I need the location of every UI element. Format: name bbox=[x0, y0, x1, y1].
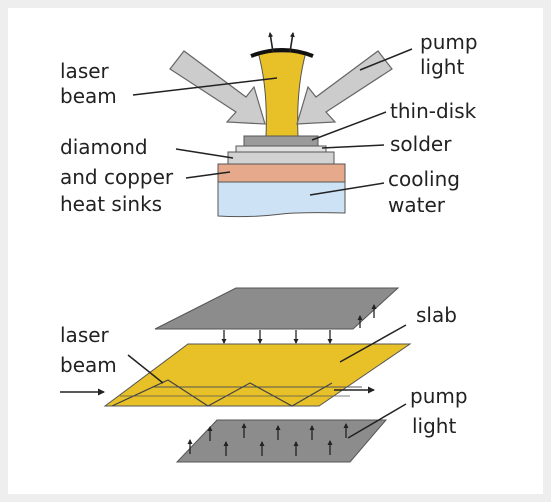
leader-laser-beam bbox=[132, 77, 278, 96]
top-pump-plate bbox=[154, 287, 400, 330]
output-mirror bbox=[250, 48, 314, 58]
top-plate-arrows bbox=[221, 304, 377, 344]
label-heat-sinks-1: diamond bbox=[60, 135, 148, 159]
leader-cooling bbox=[309, 182, 385, 196]
label-slab-laser-beam-1: laser bbox=[60, 323, 110, 347]
label-thin-disk: thin-disk bbox=[390, 99, 477, 123]
leader-slab-laser-beam bbox=[127, 354, 164, 384]
slab-beam-zigzag bbox=[111, 379, 333, 407]
diamond-heat-sink bbox=[227, 151, 335, 165]
leader-copper bbox=[185, 171, 231, 179]
label-laser-beam-2: beam bbox=[60, 84, 117, 108]
label-slab-laser-beam-2: beam bbox=[60, 353, 117, 377]
leader-diamond bbox=[175, 148, 234, 159]
label-slab-pump-1: pump bbox=[410, 384, 468, 408]
leader-pump-light bbox=[359, 48, 413, 71]
output-arrow-2 bbox=[289, 32, 295, 53]
label-slab: slab bbox=[416, 303, 457, 327]
label-cooling-2: water bbox=[388, 193, 446, 217]
slab-laser-diagram: laser beam slab pump light bbox=[60, 287, 468, 463]
slab-body bbox=[103, 343, 412, 407]
label-heat-sinks-2: and copper bbox=[60, 165, 174, 189]
label-heat-sinks-3: heat sinks bbox=[60, 192, 162, 216]
label-slab-pump-2: light bbox=[412, 414, 456, 438]
leader-slab-pump bbox=[347, 403, 407, 439]
label-solder: solder bbox=[390, 132, 452, 156]
thin-disk-layer bbox=[243, 135, 319, 147]
solder-layer bbox=[235, 145, 327, 153]
pump-arrow-right bbox=[296, 50, 393, 125]
label-pump-light-1: pump bbox=[420, 30, 478, 54]
copper-heat-sink bbox=[217, 163, 346, 183]
laser-beam-funnel bbox=[257, 51, 307, 137]
label-cooling-1: cooling bbox=[388, 167, 460, 191]
leader-slab bbox=[339, 324, 407, 363]
label-laser-beam-1: laser bbox=[60, 59, 110, 83]
label-pump-light-2: light bbox=[420, 55, 464, 79]
leader-solder bbox=[321, 144, 385, 149]
thin-disk-diagram: laser beam pump light thin-disk solder d… bbox=[60, 30, 478, 218]
cooling-water-block bbox=[217, 181, 346, 218]
bottom-pump-plate bbox=[175, 419, 388, 463]
pump-arrow-left bbox=[169, 50, 266, 125]
bottom-plate-arrows bbox=[187, 423, 349, 456]
output-arrow-1 bbox=[268, 32, 274, 53]
leader-thin-disk bbox=[311, 111, 387, 141]
